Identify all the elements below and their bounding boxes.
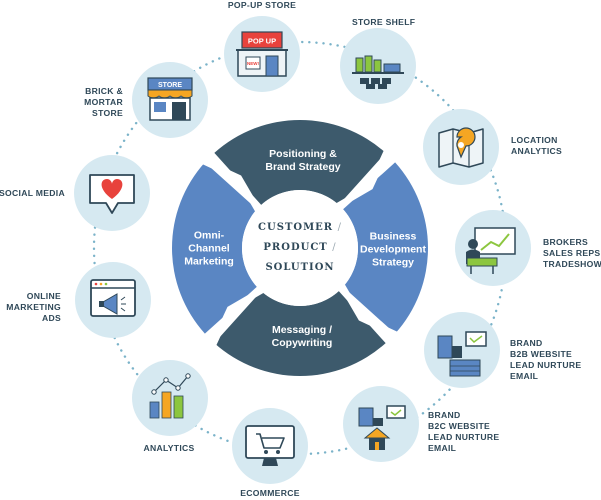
node-b2b — [424, 312, 500, 388]
megaphone-ad-icon — [90, 279, 136, 317]
label-b2b: BRAND B2B WEBSITE LEAD NURTURE EMAIL — [510, 338, 582, 381]
popup-store-icon: POP UP NEW! — [236, 31, 288, 77]
segment-arrow-0 — [336, 150, 390, 209]
node-analytics — [132, 360, 208, 436]
segment-label-omni: Omni- Channel Marketing — [184, 229, 234, 268]
presentation-board-icon — [466, 227, 516, 274]
node-location-analytics — [423, 109, 499, 185]
b2b-buildings-icon — [437, 331, 487, 377]
label-location-analytics: LOCATION ANALYTICS — [511, 135, 563, 156]
segment-arrow-1 — [339, 284, 398, 338]
label-analytics: ANALYTICS — [143, 443, 195, 453]
node-b2c — [343, 386, 419, 462]
label-b2c: BRAND B2C WEBSITE LEAD NURTURE EMAIL — [428, 410, 500, 453]
segment-business-development — [343, 162, 428, 334]
center-line-product: PRODUCT / — [263, 242, 337, 253]
node-popup-store: POP UP NEW! — [224, 16, 300, 92]
channel-nodes: POP UP NEW! — [74, 16, 531, 484]
center-text: CUSTOMER / PRODUCT / SOLUTION — [258, 218, 342, 278]
label-brokers: BROKERS SALES REPS TRADESHOWS — [543, 237, 601, 269]
label-popup-store: POP-UP STORE — [227, 0, 297, 10]
label-social-media: SOCIAL MEDIA — [0, 188, 65, 198]
label-brick-mortar: BRICK & MORTAR STORE — [84, 86, 123, 118]
store-shelf-icon — [352, 55, 404, 89]
node-brick-mortar: STORE — [132, 62, 208, 138]
node-online-ads — [75, 262, 151, 338]
segment-positioning — [214, 120, 386, 205]
node-store-shelf — [340, 28, 416, 104]
label-store-shelf: STORE SHELF — [352, 17, 416, 27]
segment-label-business: Business Development Strategy — [360, 230, 426, 269]
heart-chat-icon — [89, 174, 135, 214]
node-brokers — [455, 210, 531, 286]
storefront-icon: STORE — [147, 77, 193, 121]
center-disc — [242, 190, 358, 306]
segment-arrow-separators — [202, 150, 398, 346]
shopping-cart-icon — [245, 425, 295, 466]
bar-chart-icon — [149, 373, 191, 419]
store-sign-text: STORE — [158, 82, 182, 89]
popup-tag-text: NEW! — [247, 61, 259, 66]
center-line-solution: SOLUTION — [265, 262, 335, 273]
label-online-ads: ONLINE MARKETING ADS — [6, 291, 61, 323]
segment-arrow-2 — [210, 287, 264, 346]
location-map-icon — [438, 127, 484, 168]
node-ecommerce — [232, 408, 308, 484]
segment-messaging — [214, 291, 386, 377]
segment-label-messaging: Messaging / Copywriting — [271, 324, 333, 349]
segment-omni-channel — [172, 162, 257, 334]
b2c-house-icon — [358, 405, 406, 450]
segment-label-positioning: Positioning & Brand Strategy — [265, 148, 341, 173]
center-line-customer: CUSTOMER / — [258, 222, 342, 233]
segment-arrow-3 — [202, 158, 261, 212]
node-social-media — [74, 155, 150, 231]
label-ecommerce: ECOMMERCE — [240, 488, 300, 498]
popup-sign-text: POP UP — [248, 37, 276, 46]
